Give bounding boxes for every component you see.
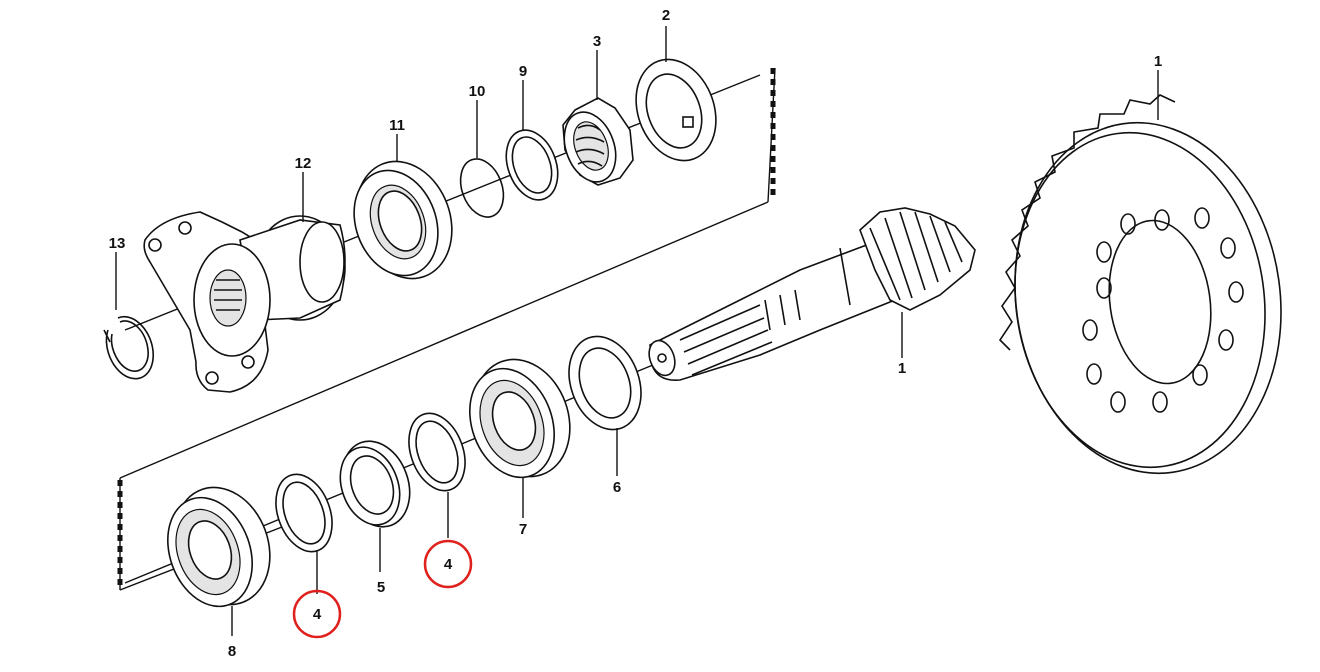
highlight-circle-4-right (423, 539, 473, 589)
callout-2: 2 (662, 7, 670, 24)
callout-6: 6 (613, 479, 621, 496)
shim-4-left (275, 473, 333, 553)
callout-4-left: 4 (313, 606, 322, 623)
callout-1-ring-gear: 1 (1154, 53, 1162, 70)
callout-7: 7 (519, 521, 527, 538)
lock-washer-2 (635, 58, 717, 162)
bearing-8 (167, 486, 271, 608)
callout-13: 13 (109, 235, 126, 252)
washer-9 (505, 129, 559, 201)
callout-8: 8 (228, 643, 236, 660)
o-ring-10 (459, 158, 505, 218)
highlight-circle-4-left (292, 589, 342, 639)
callout-12: 12 (295, 155, 312, 172)
thrust-washer-6 (568, 335, 642, 431)
callout-11: 11 (389, 117, 405, 134)
flange-yoke-12 (143, 211, 346, 393)
callout-5: 5 (377, 579, 385, 596)
callout-4-right: 4 (444, 556, 453, 573)
bearing-7 (469, 358, 571, 479)
shim-4-right (408, 412, 466, 492)
snap-ring-13 (103, 315, 154, 380)
callout-9: 9 (519, 63, 527, 80)
seal-11 (353, 160, 453, 280)
bearing-cup-5 (339, 440, 411, 528)
leader-lines (115, 26, 1159, 636)
pinion-shaft-1 (648, 207, 976, 382)
ring-gear-1 (998, 94, 1282, 475)
callout-1-pinion: 1 (898, 360, 906, 377)
callout-3: 3 (593, 33, 601, 50)
callout-10: 10 (469, 83, 486, 100)
nut-3 (562, 97, 634, 186)
